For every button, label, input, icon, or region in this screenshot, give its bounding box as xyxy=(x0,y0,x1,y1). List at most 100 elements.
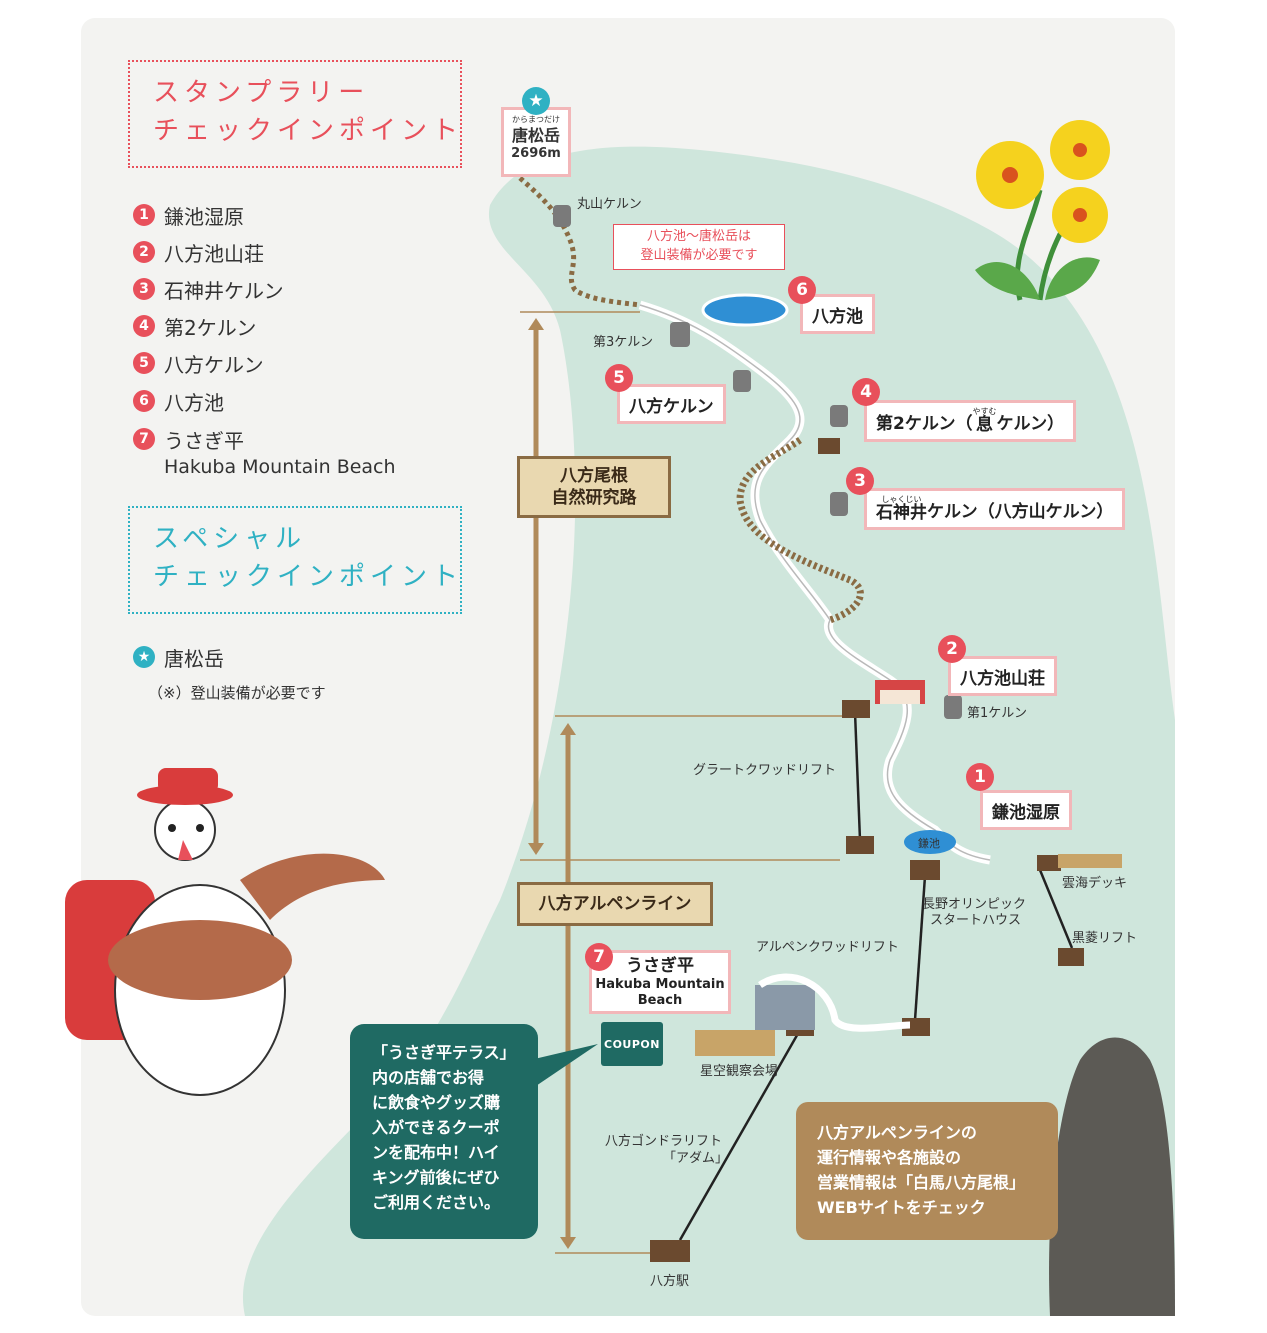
ruby-text: やすむ xyxy=(972,407,997,416)
legend-item-5: 5 八方ケルン xyxy=(133,348,264,378)
bubble-line: 「うさぎ平テラス」 xyxy=(372,1043,516,1062)
checkpoint-1: 鎌池湿原 xyxy=(980,790,1072,830)
number-badge: 6 xyxy=(133,390,155,412)
checkpoint-ruby: しゃくじい 石神井 xyxy=(876,496,927,522)
bubble-line: ンを配布中！ハイ xyxy=(372,1143,500,1162)
happo-pond xyxy=(701,293,789,327)
checkpoint-3-badge: 3 xyxy=(846,467,874,495)
stamp-title-line2: チェックインポイント xyxy=(153,116,464,146)
checkpoint-4: 第2ケルン（ やすむ 息 ケルン） xyxy=(864,400,1077,442)
peak-ruby: からまつだけ xyxy=(512,115,560,124)
bubble-line: キング前後にぜひ xyxy=(372,1168,500,1187)
trail-sign: 八方尾根 自然研究路 xyxy=(517,456,671,518)
legend-label: 八方池山荘 xyxy=(164,241,264,266)
legend-item-6: 6 八方池 xyxy=(133,386,224,416)
checkpoint-label: 鎌池湿原 xyxy=(992,802,1060,823)
info-line: 八方アルペンラインの xyxy=(817,1123,977,1142)
legend-label: 八方池 xyxy=(164,390,224,415)
usagidaira-building xyxy=(755,985,815,1030)
special-note: （※）登山装備が必要です xyxy=(148,684,326,702)
stamp-title-line1: スタンプラリー xyxy=(153,78,370,108)
star-icon: ★ xyxy=(133,646,155,668)
label-happo-station: 八方駅 xyxy=(650,1274,690,1289)
bubble-line: 内の店舗でお得 xyxy=(372,1068,485,1087)
bubble-line: に飲食やグッズ購 xyxy=(372,1093,501,1112)
number-badge: 4 xyxy=(133,315,155,337)
checkpoint-label: 八方池 xyxy=(812,306,863,327)
legend-item-7: 7 うさぎ平 xyxy=(133,424,244,454)
checkpoint-2-badge: 2 xyxy=(938,635,966,663)
bubble-tail xyxy=(530,1044,598,1090)
legend-label: 八方ケルン xyxy=(164,352,264,377)
checkpoint-sub-2: Beach xyxy=(637,993,683,1008)
checkpoint-label-b: ケルン） xyxy=(996,413,1065,434)
checkpoint-label: 八方池山荘 xyxy=(960,668,1045,689)
label-hoshizora: 星空観察会場 xyxy=(700,1064,779,1079)
bubble-line: 入ができるクーポ xyxy=(372,1118,500,1137)
checkpoint-label: 八方ケルン xyxy=(629,396,714,417)
peak-elevation: 2696m xyxy=(511,146,561,161)
lift-lines xyxy=(678,711,1074,1241)
unkai-deck xyxy=(1058,854,1122,868)
alpen-line-label: 八方アルペンライン xyxy=(538,894,692,914)
special-title-box xyxy=(128,506,462,614)
info-line: 運行情報や各施設の xyxy=(817,1148,962,1167)
checkpoint-7: うさぎ平 Hakuba Mountain Beach xyxy=(589,950,731,1014)
label-gondola-1: 八方ゴンドラリフト xyxy=(605,1134,723,1149)
checkpoint-5: 八方ケルン xyxy=(617,384,726,424)
special-label: 唐松岳 xyxy=(164,646,224,671)
monument xyxy=(1049,1037,1175,1316)
number-badge: 1 xyxy=(133,204,155,226)
kama-pond xyxy=(904,830,956,854)
label-dai1-cairn: 第1ケルン xyxy=(967,706,1028,721)
star-icon: ★ xyxy=(522,87,550,115)
lily-illustration xyxy=(975,120,1110,301)
label-kurobishi-lift: 黒菱リフト xyxy=(1072,931,1138,946)
summit-route xyxy=(518,176,641,308)
legend-item-2: 2 八方池山荘 xyxy=(133,237,264,267)
label-maruyama-cairn: 丸山ケルン xyxy=(577,197,642,212)
label-olympic-2: スタートハウス xyxy=(930,913,1022,928)
legend-item-1: 1 鎌池湿原 xyxy=(133,200,244,230)
checkpoint-7-badge: 7 xyxy=(585,943,613,971)
alpen-line-sign: 八方アルペンライン xyxy=(517,882,713,926)
legend-label: 石神井ケルン xyxy=(164,278,284,303)
lift-stations xyxy=(650,438,1084,1262)
number-badge: 5 xyxy=(133,352,155,374)
stamp-title-box xyxy=(128,60,462,168)
checkpoint-2: 八方池山荘 xyxy=(948,656,1057,696)
label-gondola-2: 「アダム」 xyxy=(663,1151,729,1166)
checkpoint-label-b: ケルン（八方山ケルン） xyxy=(927,501,1114,522)
label-unkai-deck: 雲海デッキ xyxy=(1062,876,1128,891)
boardwalk xyxy=(736,437,864,624)
checkpoint-6-badge: 6 xyxy=(788,276,816,304)
legend-item-4: 4 第2ケルン xyxy=(133,311,256,341)
legend-label: うさぎ平 xyxy=(164,428,244,453)
number-badge: 7 xyxy=(133,428,155,450)
checkpoint-label: うさぎ平 xyxy=(626,956,694,976)
special-title-line1: スペシャル xyxy=(153,524,307,554)
cairn-icons xyxy=(553,205,962,719)
checkpoint-4-badge: 4 xyxy=(852,378,880,406)
peak-name: 唐松岳 xyxy=(511,126,560,145)
label-grat-lift: グラートクワッドリフト xyxy=(693,763,837,778)
checkpoint-sub-1: Hakuba Mountain xyxy=(595,977,725,992)
info-box: 八方アルペンラインの 運行情報や各施設の 営業情報は「白馬八方尾根」 WEBサイ… xyxy=(796,1102,1058,1240)
warning-box: 八方池〜唐松岳は 登山装備が必要です xyxy=(613,224,785,270)
bubble-line: ご利用ください。 xyxy=(372,1193,501,1212)
legend-item-3: 3 石神井ケルン xyxy=(133,274,284,304)
number-badge: 2 xyxy=(133,241,155,263)
trail-sign-line1: 八方尾根 xyxy=(560,466,628,486)
trail-sign-line2: 自然研究路 xyxy=(551,488,637,508)
special-item: ★ 唐松岳 xyxy=(133,642,224,672)
mascot-bird xyxy=(65,768,385,1096)
ruby-base: 息 xyxy=(976,415,993,435)
ruby-text: しゃくじい xyxy=(881,495,922,504)
checkpoint-6: 八方池 xyxy=(800,294,875,334)
checkpoint-5-badge: 5 xyxy=(605,364,633,392)
special-title-line2: チェックインポイント xyxy=(153,562,464,592)
checkpoint-3: しゃくじい 石神井 ケルン（八方山ケルン） xyxy=(864,488,1126,530)
legend-label: 鎌池湿原 xyxy=(164,204,244,229)
label-dai3-cairn: 第3ケルン xyxy=(593,335,654,350)
info-line: WEBサイトをチェック xyxy=(817,1198,986,1217)
